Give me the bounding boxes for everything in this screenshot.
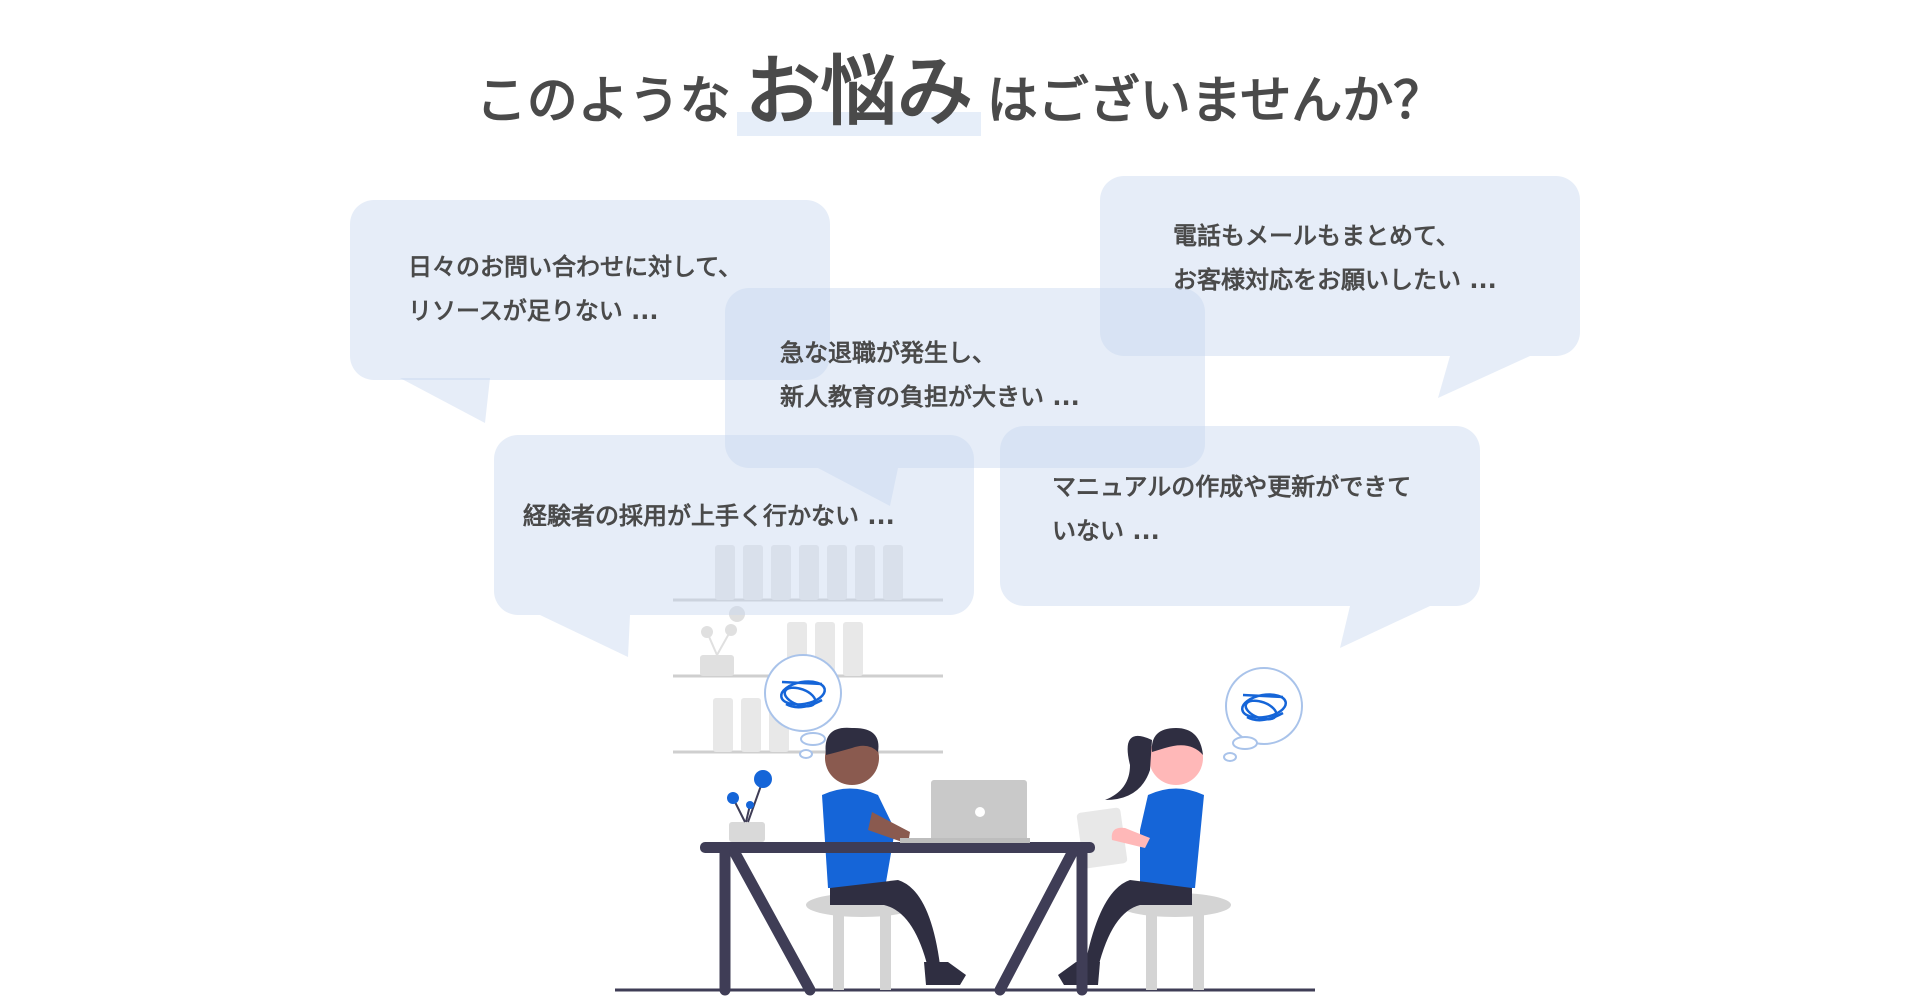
speech-bubble-4-tail	[540, 615, 630, 657]
speech-bubble-1-tail	[400, 378, 490, 423]
stool-left	[806, 893, 918, 990]
speech-bubble-1-line1: 日々のお問い合わせに対して、	[408, 253, 743, 281]
bookshelf	[673, 598, 943, 754]
heading-emphasis: お悩み	[736, 30, 981, 140]
speech-bubble-5-line2: いない ...	[1052, 517, 1160, 545]
section-heading: このようなお悩みはございませんか？	[0, 30, 1920, 140]
person-right	[1058, 728, 1204, 985]
heading-prefix: このような	[475, 72, 731, 131]
speech-bubble-2-text: 急な退職が発生し、 新人教育の負担が大きい ...	[780, 331, 1080, 419]
speech-bubble-4-line1: 経験者の採用が上手く行かない ...	[523, 502, 895, 530]
speech-bubble-5-tail	[1340, 606, 1430, 648]
speech-bubble-3-text: 電話もメールもまとめて、 お客様対応をお願いしたい ...	[1173, 214, 1497, 302]
speech-bubble-1	[350, 200, 830, 380]
speech-bubble-5	[1000, 426, 1480, 606]
scribble-icon	[1241, 693, 1287, 722]
laptop	[900, 780, 1030, 843]
speech-bubble-3-line1: 電話もメールもまとめて、	[1173, 222, 1460, 250]
speech-bubble-2-line1: 急な退職が発生し、	[780, 339, 996, 367]
scribble-icon	[780, 680, 826, 709]
stool-right	[1119, 893, 1231, 990]
heading-emphasis-text: お悩み	[744, 47, 973, 136]
heading-suffix: はございませんか？	[986, 72, 1445, 131]
speech-bubble-3-tail	[1438, 356, 1530, 398]
speech-bubble-2-line2: 新人教育の負担が大きい ...	[780, 383, 1080, 411]
shelf-plant	[700, 606, 745, 676]
speech-bubble-1-line2: リソースが足りない ...	[408, 297, 659, 325]
speech-bubble-3-line2: お客様対応をお願いしたい ...	[1173, 266, 1497, 294]
thought-bubble-right	[1223, 667, 1303, 762]
speech-bubble-5-text: マニュアルの作成や更新ができて いない ...	[1052, 465, 1411, 553]
person-left	[822, 727, 966, 985]
thought-bubble-left	[764, 654, 842, 759]
speech-bubble-4-text: 経験者の採用が上手く行かない ...	[523, 494, 895, 538]
speech-bubble-4	[494, 435, 974, 615]
speech-bubble-2-tail	[818, 468, 898, 506]
speech-bubble-5-line1: マニュアルの作成や更新ができて	[1052, 473, 1412, 501]
desk	[700, 842, 1095, 996]
speech-bubble-3	[1100, 176, 1580, 356]
speech-bubble-2	[725, 288, 1205, 468]
desk-plant	[727, 770, 772, 842]
speech-bubble-1-text: 日々のお問い合わせに対して、 リソースが足りない ...	[408, 245, 742, 333]
